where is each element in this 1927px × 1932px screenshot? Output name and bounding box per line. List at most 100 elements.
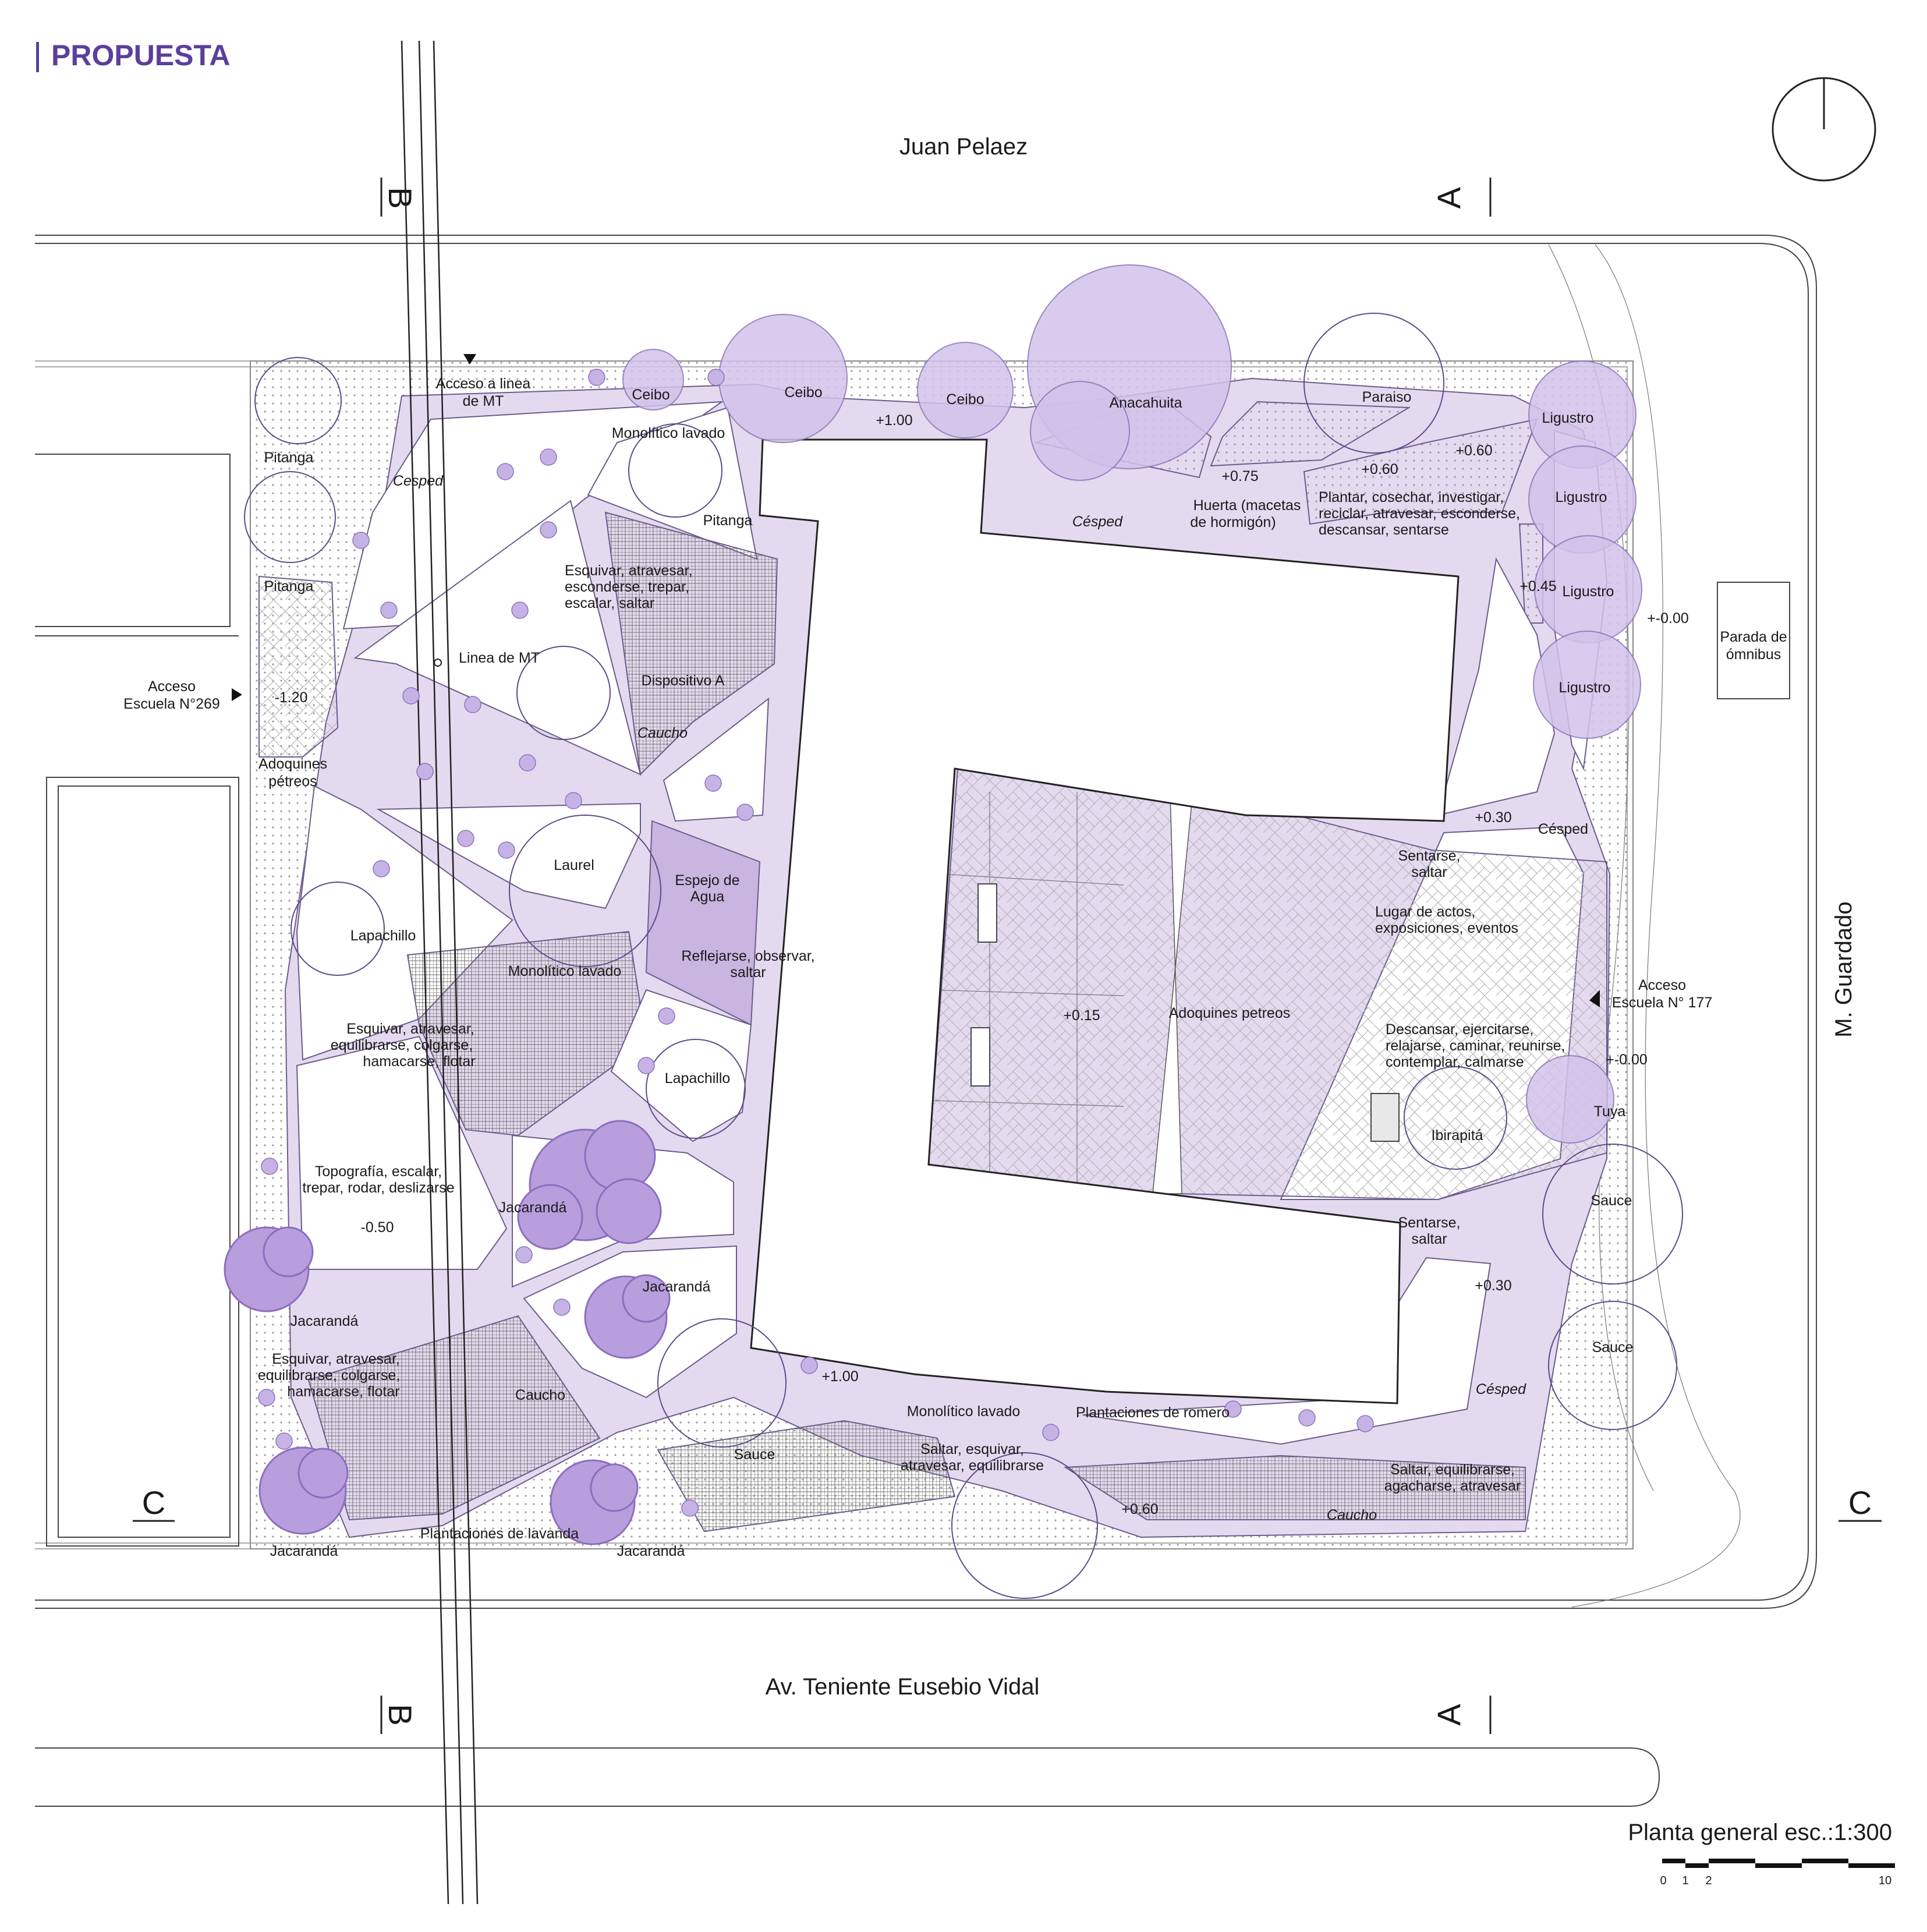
plan-label: -0.50: [361, 1219, 394, 1236]
ligustro-tree-icon: [1528, 360, 1642, 739]
tree-labels: Ceibo Ceibo Ceibo Anacahuita Paraiso Lig…: [264, 384, 1634, 1559]
plan-label: Saltar, esquivar,: [920, 1441, 1024, 1457]
paraiso-tree-icon: [1303, 313, 1444, 454]
plan-label: Césped: [1072, 514, 1123, 530]
plan-label: 1: [1682, 1874, 1688, 1887]
event-plaza: [924, 767, 1607, 1201]
plan-label: Césped: [1476, 1381, 1526, 1397]
access-mt-line2: de MT: [463, 393, 504, 409]
plan-label: Topografía, escalar,: [315, 1163, 442, 1180]
plan-label: Monolítico lavado: [612, 425, 725, 441]
street-east: M. Guardado: [1831, 901, 1857, 1037]
plan-label: Espejo de: [675, 872, 739, 889]
plan-label: Plantar, cosechar, investigar,: [1319, 489, 1504, 505]
plan-label: Monolítico lavado: [907, 1403, 1021, 1420]
plan-label: equilibrarse, colgarse,: [258, 1367, 401, 1383]
plan-label: +0.60: [1361, 461, 1398, 477]
lapachillo-tree-icon: [291, 882, 746, 1139]
plan-label: +0.15: [1063, 1007, 1100, 1024]
plan-label: Lapachillo: [665, 1070, 731, 1087]
plan-label: hamacarse, flotar: [287, 1383, 399, 1400]
plan-label: Esquivar, atravesar,: [272, 1351, 400, 1367]
bus-stop-line1: Parada de: [1720, 629, 1787, 645]
section-b-bottom: B: [382, 1704, 419, 1725]
plan-label: Dispositivo A: [641, 673, 724, 689]
access-mt-line1: Acceso a linea: [436, 376, 531, 392]
plan-label: Jacarandá: [499, 1199, 567, 1216]
area-labels: Cesped Césped Césped Césped Monolítico l…: [258, 425, 1588, 1542]
plan-label: Adoquines petreos: [1169, 1005, 1290, 1021]
plan-label: +0.45: [1519, 578, 1556, 595]
plan-label: 2: [1705, 1874, 1712, 1887]
plan-label: Jacarandá: [643, 1279, 711, 1295]
plan-label: Lugar de actos,: [1375, 904, 1475, 920]
plan-label: Esquivar, atravesar,: [565, 562, 693, 579]
plan-label: reciclar, atravesar, esconderse,: [1319, 505, 1520, 522]
section-b-top: B: [382, 187, 419, 208]
plan-label: Plantaciones de romero: [1076, 1404, 1230, 1421]
section-a-bottom: A: [1430, 1704, 1467, 1726]
plan-label: de hormigón): [1190, 514, 1276, 530]
plan-label: +1.00: [821, 1368, 858, 1385]
access-school-177-line2: Escuela N° 177: [1612, 995, 1713, 1011]
plan-label: Ceibo: [946, 391, 984, 408]
access-school-177-line1: Acceso: [1638, 977, 1686, 993]
laurel-tree-icon: [509, 815, 661, 967]
plan-label: -1.20: [275, 689, 308, 706]
plan-label: 10: [1879, 1874, 1891, 1887]
scale-bar: Planta general esc.:1:300 0 1 2 10: [1628, 1820, 1895, 1887]
plan-label: Sauce: [734, 1446, 775, 1463]
plan-label: saltar: [1411, 864, 1447, 880]
plan-label: Sauce: [1591, 1193, 1632, 1209]
access-arrows: [232, 354, 1600, 1007]
page-title: PROPUESTA: [51, 39, 230, 72]
access-school-269-line1: Acceso: [148, 678, 196, 695]
plan-label: hamacarse, flotar: [363, 1053, 475, 1070]
plan-label: +0.60: [1455, 443, 1492, 459]
plan-label: descansar, sentarse: [1319, 522, 1449, 538]
plan-label: Jacarandá: [617, 1543, 685, 1559]
plan-label: Ceibo: [632, 387, 670, 403]
plan-label: Saltar, equilibrarse,: [1390, 1462, 1515, 1478]
street-south: Av. Teniente Eusebio Vidal: [766, 1674, 1040, 1700]
plan-label: trepar, rodar, deslizarse: [302, 1180, 454, 1196]
plan-label: Laurel: [554, 857, 594, 873]
plan-label: Descansar, ejercitarse,: [1386, 1021, 1533, 1038]
plan-label: pétreos: [268, 773, 317, 790]
plan-label: Caucho: [1327, 1507, 1377, 1523]
plan-label: Linea de MT: [459, 650, 540, 666]
section-a-top: A: [1430, 187, 1467, 209]
section-c-right: C: [1848, 1484, 1872, 1521]
plan-label: Cesped: [393, 473, 444, 489]
plan-label: Reflejarse, observar,: [681, 948, 814, 964]
anacahuita-tree-icon: [1027, 264, 1232, 481]
plan-label: atravesar, equilibrarse: [901, 1457, 1044, 1474]
plan-label: Sentarse,: [1398, 848, 1460, 864]
plan-label: Pitanga: [703, 512, 753, 529]
plan-label: Sauce: [1592, 1339, 1634, 1356]
plan-label: +-0.00: [1647, 610, 1689, 627]
plan-label: Huerta (macetas: [1193, 497, 1301, 514]
access-school-269-line2: Escuela N°269: [123, 696, 220, 712]
plan-label: Tuya: [1594, 1103, 1626, 1120]
plan-label: Adoquines: [258, 756, 327, 772]
plan-label: relajarse, caminar, reunirse,: [1386, 1038, 1565, 1054]
plan-label: Esquivar, atravesar,: [346, 1021, 474, 1037]
plan-label: Ligustro: [1556, 489, 1607, 505]
ibirapita-tree-icon: [1404, 1066, 1507, 1170]
plan-label: escalar, saltar: [565, 595, 654, 611]
trees: [224, 264, 1683, 1599]
plan-label: equilibrarse, colgarse,: [331, 1037, 473, 1053]
plan-label: Anacahuita: [1109, 395, 1182, 411]
section-c-left: C: [142, 1484, 165, 1521]
jacaranda-tree-icon: [224, 1120, 671, 1545]
plan-label: saltar: [1411, 1231, 1447, 1247]
plan-label: contemplar, calmarse: [1386, 1054, 1524, 1070]
shrubs: [258, 369, 1374, 1517]
plan-label: Pitanga: [264, 450, 314, 466]
plan-label: +0.30: [1475, 809, 1511, 826]
plan-label: saltar: [730, 964, 766, 981]
level-labels: +1.00 +1.00 +0.75 +0.60 +0.60 +0.60 +0.4…: [275, 412, 1689, 1517]
sauce-tree-icon: [657, 1144, 1683, 1599]
